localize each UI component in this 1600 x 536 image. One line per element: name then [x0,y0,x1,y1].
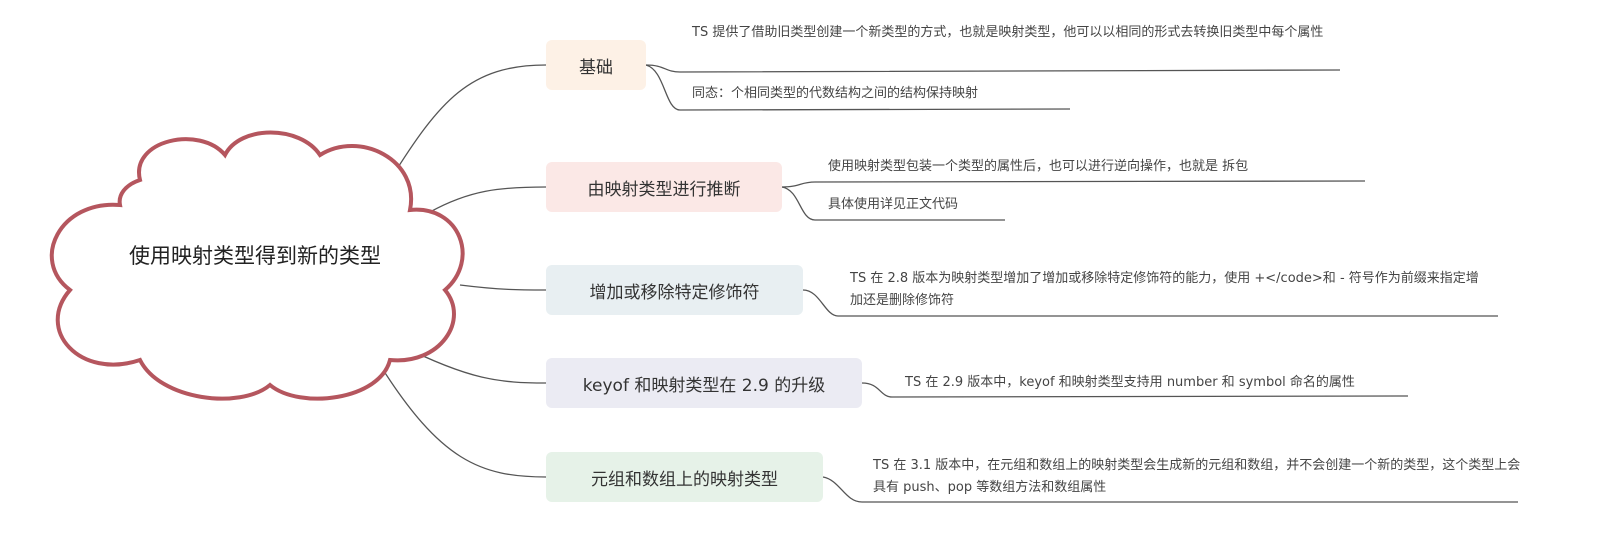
connector-root-basics [389,64,547,181]
leaf-tuple-1: TS 在 3.1 版本中，在元组和数组上的映射类型会生成新的元组和数组，并不会创… [873,458,1521,495]
branch-keyof[interactable]: keyof 和映射类型在 2.9 的升级 [546,358,862,408]
connector-root-inference [429,186,547,213]
leaf-basics-2: 同态：个相同类型的代数结构之间的结构保持映射 [692,86,979,101]
root-node[interactable]: 使用映射类型得到新的类型 [129,244,381,268]
connector-root-modifiers [459,284,547,291]
leaf-basics-1: TS 提供了借助旧类型创建一个新类型的方式，也就是映射类型，他可以以相同的形式去… [692,25,1324,40]
branch-inference[interactable]: 由映射类型进行推断 [546,162,782,212]
leaf-modifiers-1: TS 在 2.8 版本为映射类型增加了增加或移除特定修饰符的能力，使用 +</c… [850,271,1479,308]
root-cloud [49,130,465,401]
leaf-inference-2: 具体使用详见正文代码 [828,197,959,212]
branch-basics[interactable]: 基础 [546,40,646,90]
branch-tuple[interactable]: 元组和数组上的映射类型 [546,452,823,502]
leaf-keyof-1: TS 在 2.9 版本中，keyof 和映射类型支持用 number 和 sym… [905,375,1355,390]
leaf-inference-1: 使用映射类型包装一个类型的属性后，也可以进行逆向操作，也就是 拆包 [828,159,1249,174]
branch-modifiers[interactable]: 增加或移除特定修饰符 [546,265,803,315]
connector-root-tuple [379,364,547,478]
